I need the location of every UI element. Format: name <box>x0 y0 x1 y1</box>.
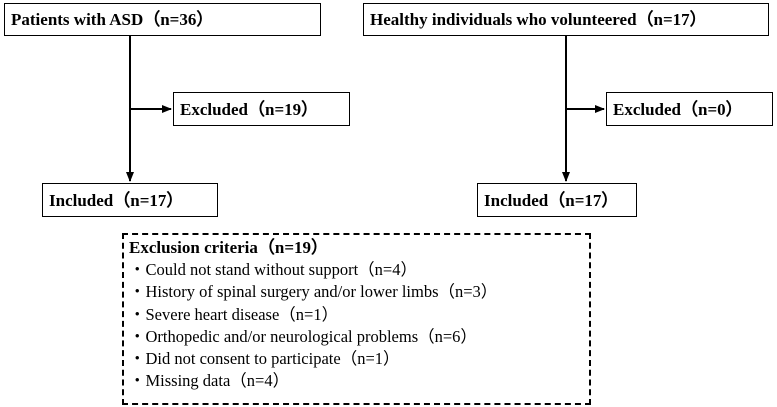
excluded-right-label: Excluded（n=0） <box>613 99 743 119</box>
excluded-left-label: Excluded（n=19） <box>180 99 319 119</box>
excluded-left-box: Excluded（n=19） <box>173 92 350 126</box>
criteria-item: ・Could not stand without support（n=4） <box>129 260 417 279</box>
patients-asd-label: Patients with ASD（n=36） <box>11 10 214 29</box>
healthy-volunteers-label: Healthy individuals who volunteered（n=17… <box>370 10 707 29</box>
included-left-label: Included（n=17） <box>49 190 184 210</box>
criteria-item: ・Severe heart disease（n=1） <box>129 304 339 324</box>
healthy-volunteers-box: Healthy individuals who volunteered（n=17… <box>363 3 769 36</box>
excluded-right-box: Excluded（n=0） <box>606 92 773 126</box>
exclusion-criteria-list: ・Could not stand without support（n=4） ・H… <box>129 259 589 393</box>
criteria-item: ・Orthopedic and/or neurological problems… <box>129 326 477 346</box>
criteria-item: ・Missing data（n=4） <box>129 371 290 391</box>
included-left-box: Included（n=17） <box>42 183 218 217</box>
criteria-item: ・Did not consent to participate（n=1） <box>129 349 400 369</box>
exclusion-criteria-title: Exclusion criteria（n=19） <box>129 238 329 257</box>
included-right-label: Included（n=17） <box>484 190 619 210</box>
exclusion-criteria-box: Exclusion criteria（n=19） ・Could not stan… <box>122 233 591 405</box>
patients-asd-box: Patients with ASD（n=36） <box>4 3 321 36</box>
criteria-item: ・History of spinal surgery and/or lower … <box>129 282 498 302</box>
included-right-box: Included（n=17） <box>477 183 637 217</box>
